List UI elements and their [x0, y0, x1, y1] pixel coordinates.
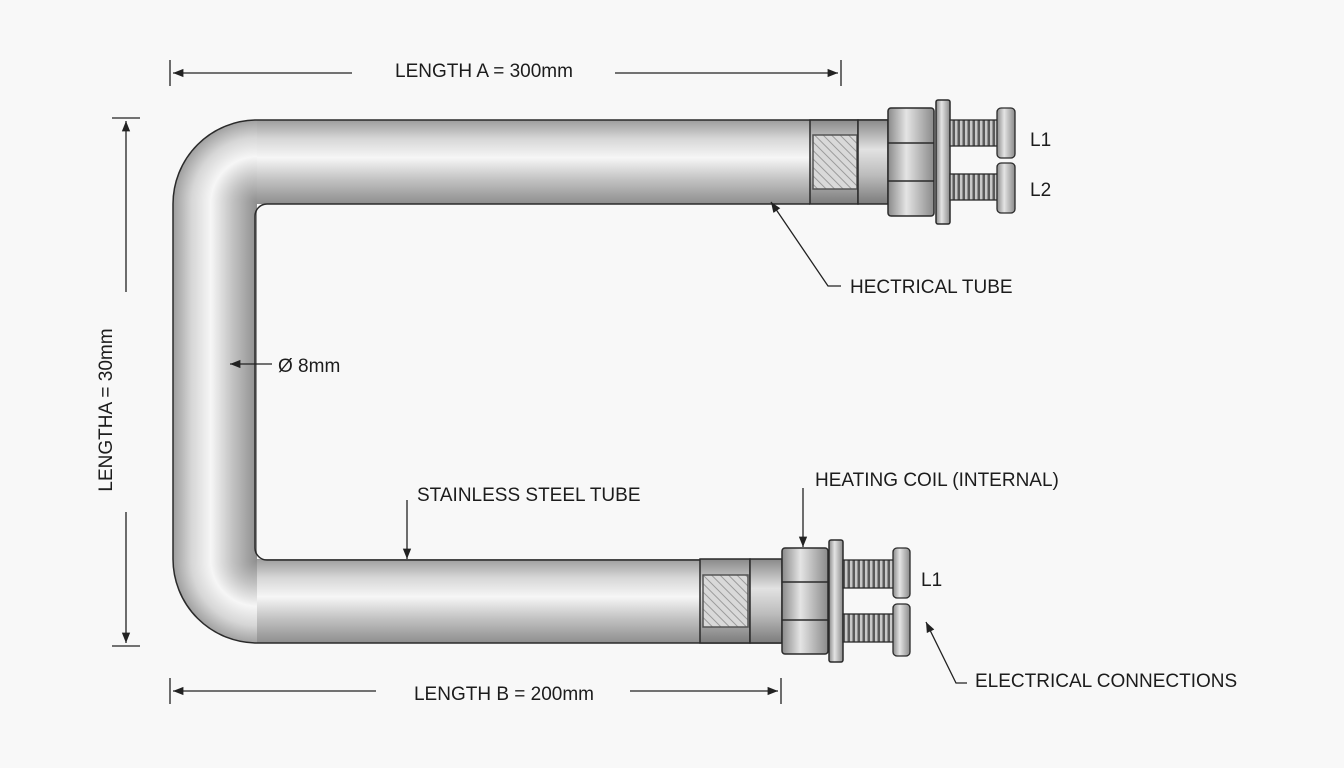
electrical-connections-label: ELECTRICAL CONNECTIONS [975, 671, 1237, 692]
stainless-steel-tube [172, 119, 896, 644]
top-terminal-l2 [949, 162, 1016, 214]
length-b-label: LENGTH B = 200mm [414, 684, 594, 705]
length-a-top-label: LENGTH A = 300mm [395, 61, 573, 82]
length-a-side-label: LENGTHA = 30mm [96, 328, 117, 491]
top-fitting [809, 99, 951, 225]
dimension-length-a-side: LENGTHA = 30mm [96, 117, 140, 647]
bottom-terminal-l1 [842, 547, 911, 599]
heating-coil-callout: HEATING COIL (INTERNAL) [798, 470, 1059, 547]
dimension-length-a-top: LENGTH A = 300mm [169, 60, 842, 86]
diameter-callout: Ø 8mm [230, 356, 340, 377]
terminal-label-bottom-l1: L1 [921, 570, 942, 591]
stainless-steel-tube-callout: STAINLESS STEEL TUBE [402, 485, 641, 559]
terminal-label-top-l1: L1 [1030, 130, 1051, 151]
bottom-terminal-l2 [842, 603, 911, 657]
dimension-length-b: LENGTH B = 200mm [169, 678, 782, 705]
electrical-connections-callout: ELECTRICAL CONNECTIONS [925, 621, 1237, 692]
heating-coil-label: HEATING COIL (INTERNAL) [815, 470, 1059, 491]
hectrical-tube-callout: HECTRICAL TUBE [770, 201, 1013, 298]
bottom-fitting [699, 539, 844, 663]
top-terminal-l1 [949, 107, 1016, 159]
diameter-label: Ø 8mm [278, 356, 340, 377]
terminal-label-top-l2: L2 [1030, 180, 1051, 201]
stainless-steel-tube-label: STAINLESS STEEL TUBE [417, 485, 641, 506]
hectrical-tube-label: HECTRICAL TUBE [850, 277, 1013, 298]
